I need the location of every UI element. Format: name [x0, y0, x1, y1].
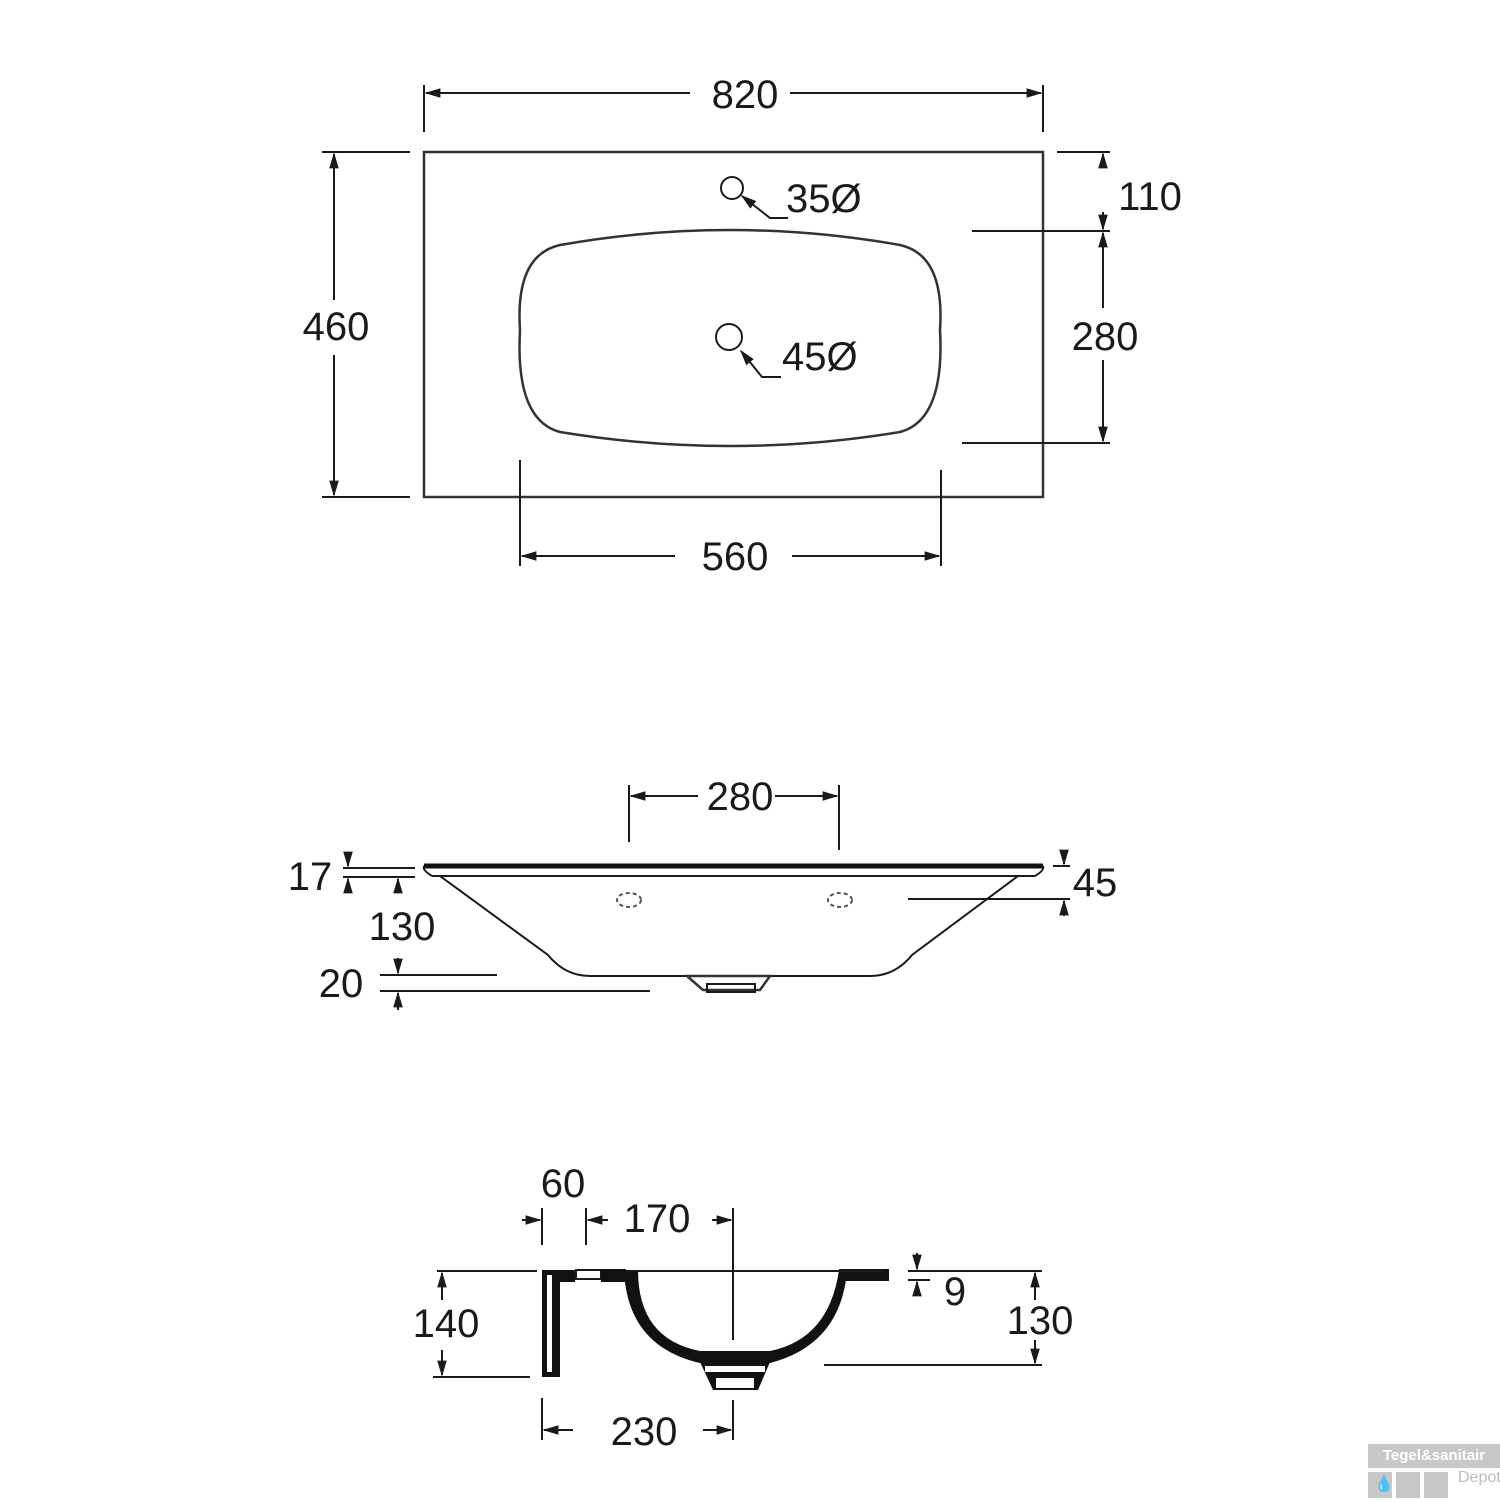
- watermark-brand: Tegel&sanitair: [1368, 1444, 1500, 1468]
- dim-overall-width: 820: [712, 73, 779, 117]
- dim-side-rim-thickness: 9: [944, 1270, 966, 1314]
- dim-drain-center-from-wall: 230: [611, 1410, 678, 1454]
- countertop-outline: [422, 150, 1045, 499]
- overflow-hole-icon: [616, 892, 642, 908]
- basin-section: [601, 1269, 889, 1363]
- bowl-left-side: [439, 875, 690, 977]
- tap-hole-icon: [720, 176, 744, 200]
- wall-bracket: [542, 1270, 575, 1377]
- dim-drain-offset: 170: [624, 1197, 691, 1241]
- dim-side-bowl-depth: 130: [1007, 1299, 1074, 1343]
- dim-rim-thickness: 17: [288, 855, 333, 899]
- dim-tap-hole-offset: 110: [1118, 175, 1182, 219]
- dim-wall-offset: 60: [541, 1162, 586, 1206]
- logo-tile: [1396, 1472, 1420, 1498]
- dim-wall-height: 140: [413, 1302, 480, 1346]
- dim-overall-depth: 460: [303, 305, 370, 349]
- dim-bowl-depth: 280: [1072, 315, 1139, 359]
- dim-bowl-width: 560: [702, 535, 769, 579]
- label-tap-hole: 35Ø: [786, 177, 862, 221]
- bowl-right-side: [768, 875, 1019, 977]
- watermark-depot: Depot: [1458, 1469, 1500, 1486]
- watermark-logo: Tegel&sanitair 💧 Depot: [1368, 1444, 1500, 1500]
- bowl-outline: [518, 228, 942, 448]
- overflow-hole-icon: [827, 892, 853, 908]
- dim-drain-projection: 20: [319, 962, 364, 1006]
- drain-outlet-icon: [683, 974, 773, 992]
- label-drain-hole: 45Ø: [782, 335, 858, 379]
- top-view: 820 460 560 110 280 35Ø 45Ø: [303, 73, 1182, 579]
- dim-tap-hole-spacing: 280: [707, 775, 774, 819]
- water-drop-icon: 💧: [1368, 1472, 1394, 1498]
- dim-overflow-height: 45: [1073, 861, 1118, 905]
- drain-hole-icon: [715, 323, 743, 351]
- front-view: 280 17 130 20 45: [288, 775, 1118, 1010]
- dim-bowl-height: 130: [369, 905, 436, 949]
- side-view: 60 170 140 230 9 130: [413, 1162, 1074, 1454]
- logo-tile: [1424, 1472, 1448, 1498]
